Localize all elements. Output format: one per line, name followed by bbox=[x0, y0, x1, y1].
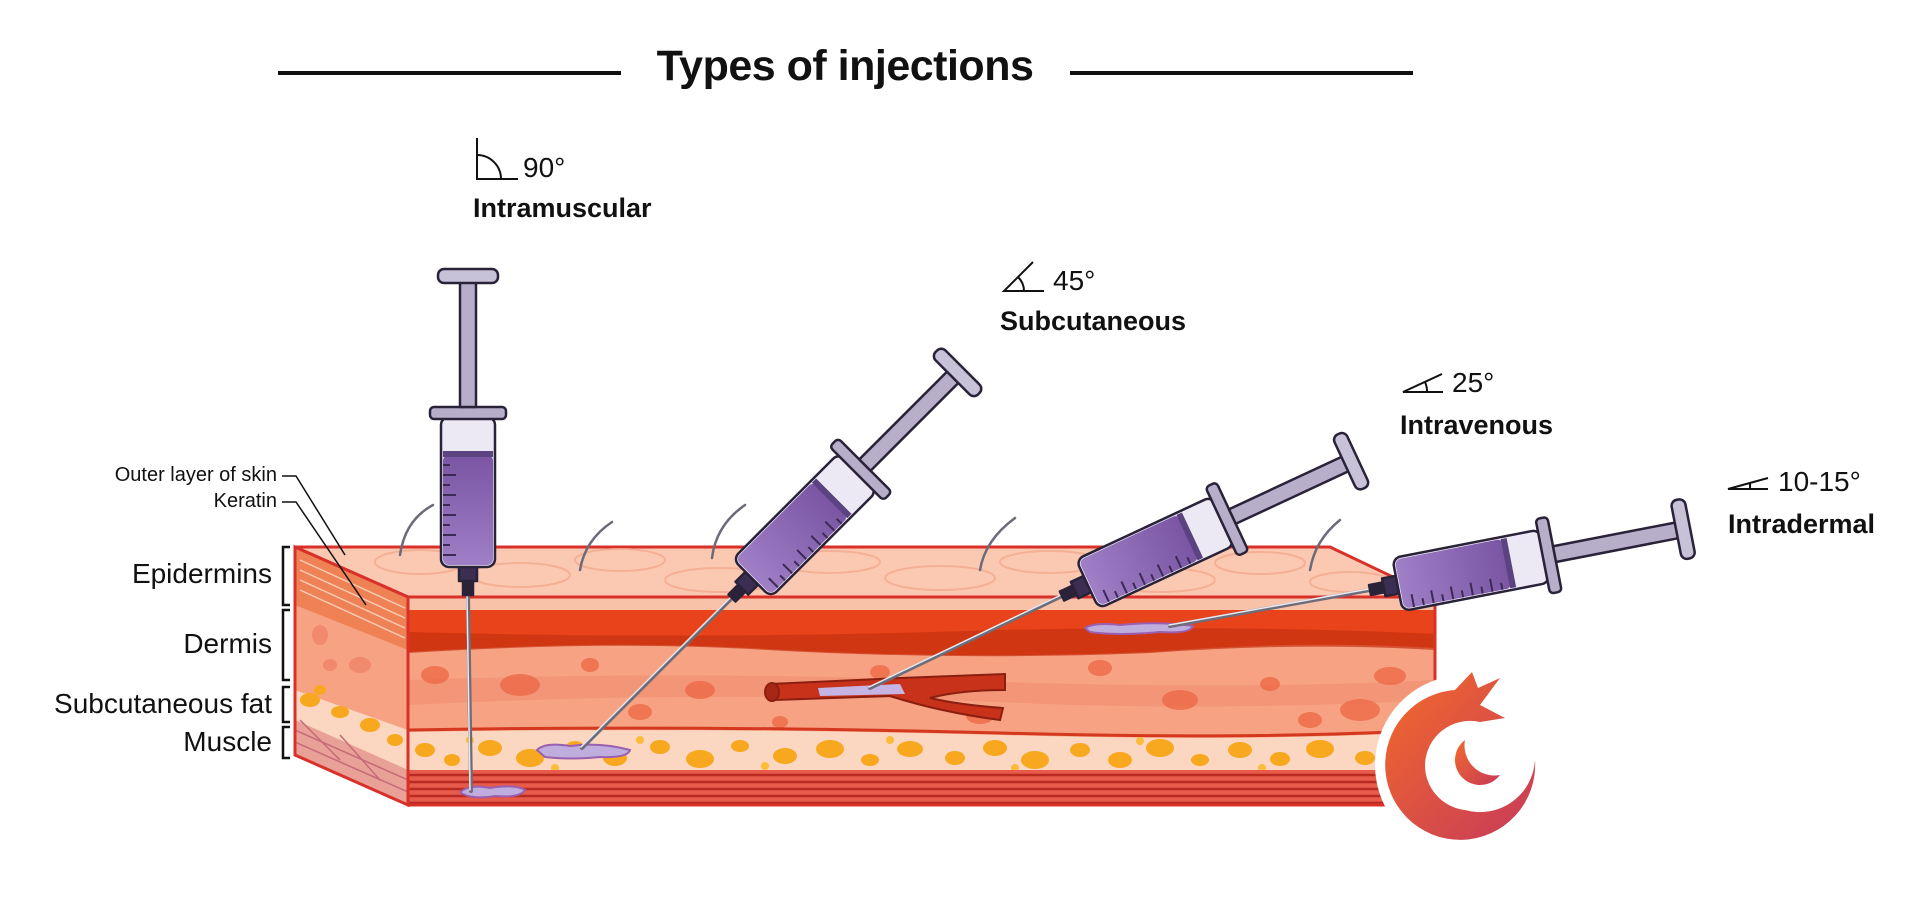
skin-block bbox=[293, 503, 1437, 808]
layer-label-subcutaneous-fat: Subcutaneous fat bbox=[54, 688, 272, 719]
bracket-epidermins bbox=[281, 545, 290, 607]
syringe-intramuscular bbox=[428, 267, 508, 597]
page-title: Types of injections bbox=[656, 42, 1034, 90]
syringe-intravenous bbox=[1058, 431, 1370, 608]
injection-label-subcutaneous: Subcutaneous bbox=[1000, 306, 1187, 336]
right-angle-icon bbox=[476, 138, 518, 180]
bracket-subcutaneous-fat bbox=[281, 685, 290, 724]
layer-label-epidermins: Epidermins bbox=[131, 558, 272, 589]
im-deposit bbox=[458, 785, 527, 799]
im-needle bbox=[466, 593, 473, 793]
id-needle bbox=[1168, 588, 1372, 628]
annotation-leaders bbox=[282, 475, 367, 606]
layer-brackets bbox=[281, 545, 290, 760]
syringe-intradermal bbox=[1367, 498, 1696, 612]
sc-needle bbox=[580, 596, 734, 750]
dermis-cells bbox=[421, 658, 1406, 728]
annotation-outer-layer: Outer layer of skin bbox=[114, 464, 277, 486]
angle-value-subcutaneous: 45° bbox=[1053, 265, 1096, 296]
fat-cells bbox=[415, 739, 1417, 769]
angle-value-intramuscular: 90° bbox=[523, 152, 566, 183]
angle-value-intravenous: 25° bbox=[1452, 367, 1495, 398]
bracket-muscle bbox=[281, 725, 290, 760]
iv-needle bbox=[868, 594, 1064, 690]
layer-label-muscle: Muscle bbox=[183, 726, 272, 757]
annotation-keratin: Keratin bbox=[213, 490, 277, 512]
vein bbox=[764, 672, 1006, 722]
angle-45-icon bbox=[1001, 261, 1044, 292]
bracket-dermis bbox=[281, 608, 290, 682]
hairs bbox=[398, 503, 1342, 572]
angle-10-15-icon bbox=[1727, 477, 1769, 490]
id-deposit bbox=[1083, 622, 1195, 635]
injection-label-intravenous: Intravenous bbox=[1400, 410, 1554, 440]
title-rule-right bbox=[1070, 71, 1413, 75]
injection-label-intradermal: Intradermal bbox=[1728, 509, 1876, 539]
angle-25-icon bbox=[1402, 373, 1443, 393]
syringe-subcutaneous bbox=[727, 347, 983, 603]
layer-label-dermis: Dermis bbox=[183, 628, 272, 659]
title-rule-left bbox=[278, 71, 621, 75]
injection-label-intramuscular: Intramuscular bbox=[473, 193, 652, 223]
sc-deposit bbox=[535, 743, 632, 760]
angle-value-intradermal: 10-15° bbox=[1778, 466, 1861, 497]
title-bar: Types of injections bbox=[0, 38, 1690, 98]
brand-logo bbox=[1375, 672, 1555, 855]
needles bbox=[466, 588, 1372, 793]
fluid-deposits bbox=[458, 622, 1195, 799]
